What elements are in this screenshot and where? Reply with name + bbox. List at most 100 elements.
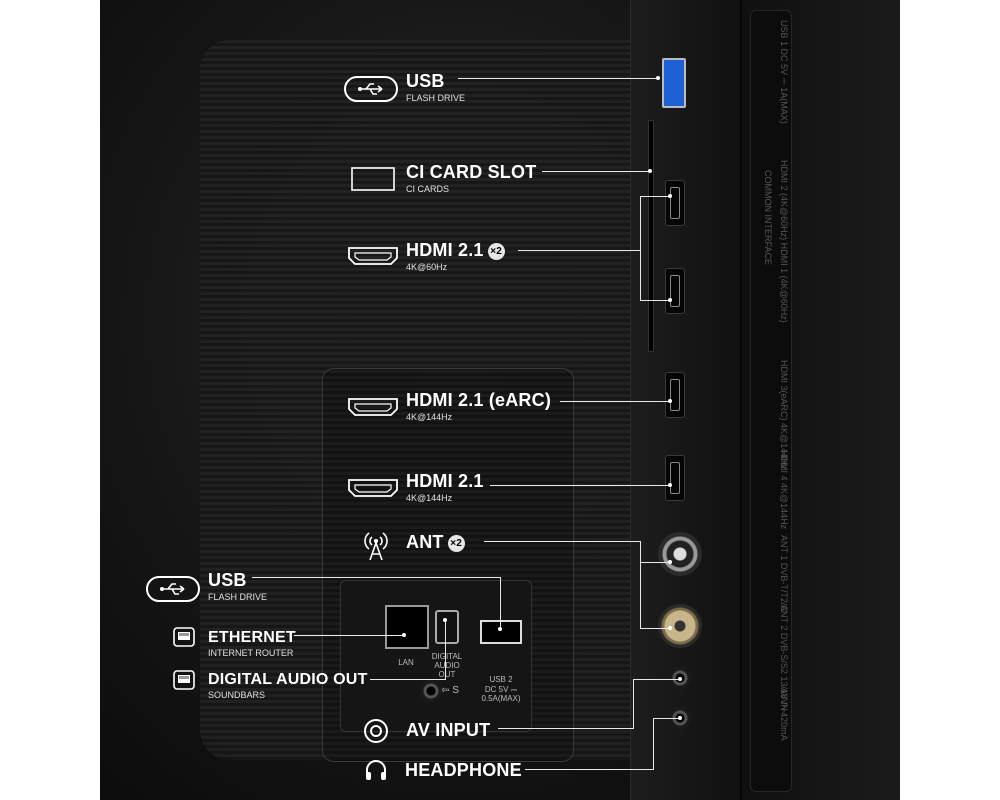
side-text-hdmi: HDMI 2 (4K@60Hz) HDMI 1 (4K@60Hz) [779, 160, 789, 323]
hdmi-icon [347, 397, 399, 422]
leader-dot [443, 618, 447, 622]
label-title: HDMI 2.1 (eARC) [406, 390, 552, 410]
usb2-port-label: USB 2 [489, 675, 513, 684]
label-usb-bottom: USB FLASH DRIVE [208, 570, 267, 602]
leader-ant-bottom [640, 628, 670, 629]
label-subtitle: INTERNET ROUTER [208, 648, 294, 658]
count-badge: ×2 [447, 534, 465, 552]
count-badge: ×2 [487, 242, 505, 260]
label-hdmi-earc: HDMI 2.1 (eARC) 4K@144Hz [406, 390, 551, 422]
tv-rear-panel: LAN DIGITAL AUDIO OUT USB 2 DC 5V ⎓ 0.5A… [100, 0, 900, 800]
leader-usb-top [458, 78, 658, 79]
leader-dot [498, 627, 502, 631]
headphone-icon [363, 757, 389, 788]
side-text-ci: COMMON INTERFACE [763, 170, 773, 266]
hdmi-icon [347, 246, 399, 271]
hdmi-port-2 [665, 268, 685, 314]
leader-ant-vertical [640, 541, 641, 629]
av-input-icon [363, 718, 389, 749]
leader-dot [668, 626, 672, 630]
label-subtitle: FLASH DRIVE [208, 592, 268, 602]
lan-port-label: LAN [398, 658, 414, 667]
leader-digital-audio-vertical [445, 620, 446, 680]
label-subtitle: 4K@144Hz [406, 412, 453, 422]
lan-port [385, 605, 429, 649]
label-subtitle: 4K@144Hz [406, 493, 453, 503]
leader-hdmi-60-vertical [640, 196, 641, 300]
leader-dot [668, 483, 672, 487]
usb-icon [344, 76, 398, 107]
label-ethernet: ETHERNET INTERNET ROUTER [208, 629, 296, 658]
side-port-panel [630, 0, 751, 800]
leader-ant [484, 541, 640, 542]
optical-port [435, 610, 459, 644]
ci-card-slot [648, 120, 654, 352]
leader-usb-bottom [252, 577, 500, 578]
label-ant: ANT×2 [406, 532, 465, 553]
leader-ci [542, 171, 650, 172]
leader-hdmi-earc [560, 401, 670, 402]
leader-dot [678, 677, 682, 681]
card-slot-icon [351, 167, 395, 196]
side-text-hdmi4: HDMI 4 4K@144Hz [779, 450, 789, 530]
label-subtitle: 4K@60Hz [406, 262, 448, 272]
label-title: CI CARD SLOT [406, 162, 537, 182]
side-text-usb1: USB 1 DC 5V ⎓ 1A(MAX) [779, 20, 789, 124]
label-title: ETHERNET [208, 629, 296, 646]
usb-port-2 [480, 620, 522, 644]
leader-hdmi-144 [490, 485, 670, 486]
leader-dot [668, 399, 672, 403]
hdmi-port-1 [665, 180, 685, 226]
leader-dot [656, 76, 660, 80]
leader-headphone-top [653, 718, 680, 719]
antenna-icon [360, 528, 392, 567]
leader-dot [668, 560, 672, 564]
side-text-av: AV IN [779, 688, 789, 711]
label-title: ANT [406, 532, 444, 552]
leader-headphone-vertical [653, 718, 654, 770]
label-title: HEADPHONE [405, 760, 522, 780]
ethernet-icon [173, 670, 195, 695]
label-subtitle: CI CARDS [406, 184, 450, 194]
leader-ant-top [640, 562, 670, 563]
ethernet-icon [173, 627, 195, 652]
leader-hdmi-60 [518, 250, 640, 251]
label-ci-card: CI CARD SLOT CI CARDS [406, 162, 536, 194]
label-subtitle: SOUNDBARS [208, 690, 266, 700]
label-title: HDMI 2.1 [406, 471, 484, 491]
label-title: HDMI 2.1 [406, 240, 484, 260]
label-title: AV INPUT [406, 720, 491, 740]
leader-dot [668, 194, 672, 198]
leader-hdmi-60-bottom [640, 300, 670, 301]
label-av-input: AV INPUT [406, 720, 490, 741]
leader-hdmi-60-top [640, 196, 670, 197]
s-mark-label: ⇦ S [441, 685, 459, 696]
leader-usb-bottom-vertical [500, 577, 501, 629]
leader-ethernet [294, 635, 404, 636]
digital-audio-port-label: DIGITAL AUDIO OUT [431, 652, 463, 679]
rear-jack [420, 680, 442, 702]
label-hdmi-60: HDMI 2.1×2 4K@60Hz [406, 240, 505, 272]
leader-digital-audio [370, 679, 445, 680]
leader-headphone [525, 769, 653, 770]
label-digital-audio: DIGITAL AUDIO OUT SOUNDBARS [208, 671, 368, 700]
hdmi-icon [347, 478, 399, 503]
antenna-port-1 [658, 532, 702, 576]
label-title: USB [208, 570, 247, 590]
leader-dot [402, 633, 406, 637]
side-text-ant2: ANT 2 DVB-S/S2 13/18V⎓420mA [779, 605, 789, 741]
label-title: USB [406, 71, 445, 91]
usb2-power-label: DC 5V ⎓ 0.5A(MAX) [481, 685, 521, 703]
antenna-port-2 [658, 604, 702, 648]
usb-port-1 [662, 58, 686, 108]
hdmi-port-4 [665, 455, 685, 501]
leader-av-input-top [633, 679, 680, 680]
leader-dot [648, 169, 652, 173]
side-text-ant1: ANT 1 DVB-T/T2/C [779, 535, 789, 612]
hdmi-port-3 [665, 372, 685, 418]
side-label-strip [750, 10, 792, 792]
label-title: DIGITAL AUDIO OUT [208, 671, 368, 688]
label-headphone: HEADPHONE [405, 760, 522, 781]
leader-av-input-vertical [633, 679, 634, 729]
label-hdmi-144: HDMI 2.1 4K@144Hz [406, 471, 484, 503]
